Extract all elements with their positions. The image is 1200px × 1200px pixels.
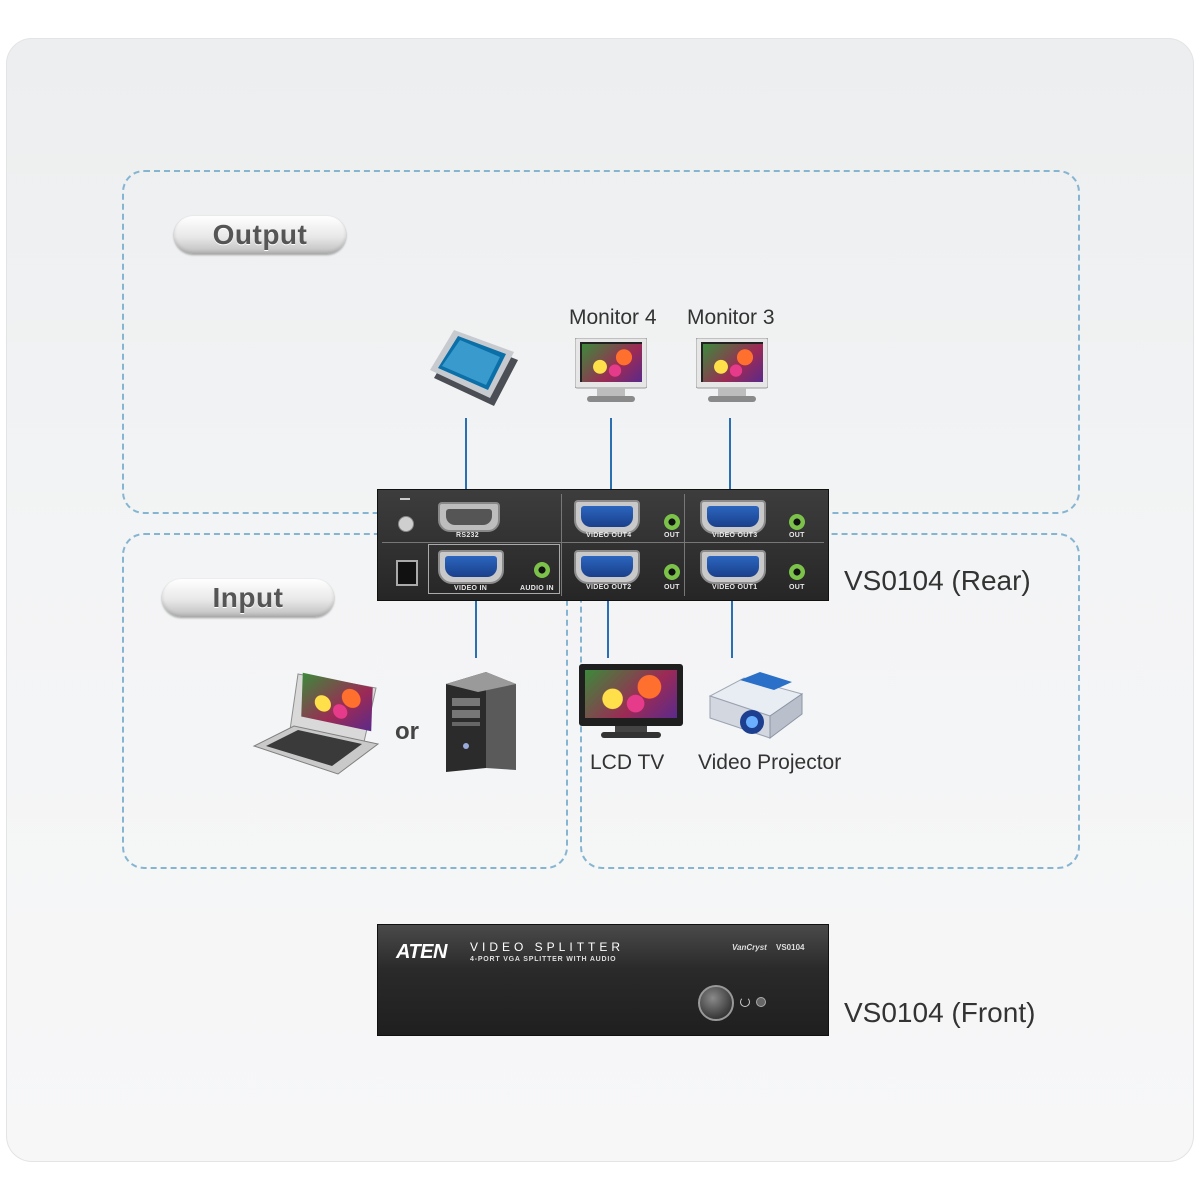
video-in-port [438, 550, 504, 584]
out4-label: OUT [664, 532, 680, 539]
product-name: VIDEO SPLITTER [470, 940, 625, 954]
audio-in-label: AUDIO IN [520, 585, 554, 592]
power-button[interactable] [698, 985, 734, 1021]
lcd-tv-label: LCD TV [590, 751, 665, 774]
front-label: VS0104 (Front) [844, 997, 1036, 1028]
video-out3-port [700, 500, 766, 534]
ground-screw [398, 516, 414, 532]
video-out4-port [574, 500, 640, 534]
series-name: VanCryst [732, 943, 767, 952]
wire-projector [731, 600, 733, 658]
audio-out3-jack [789, 514, 805, 530]
out2-label: OUT [664, 584, 680, 591]
video-out2-port [574, 550, 640, 584]
aten-logo: ATEN [396, 941, 447, 963]
wire-monitor4 [610, 418, 612, 490]
wire-touchpanel [465, 418, 467, 490]
power-led [756, 997, 766, 1007]
video-in-label: VIDEO IN [454, 585, 488, 592]
out1-label: OUT [789, 584, 805, 591]
panel-divider-horizontal [382, 542, 824, 543]
video-out2-label: VIDEO OUT2 [586, 584, 632, 591]
input-zone [122, 533, 568, 869]
video-projector-label: Video Projector [698, 751, 842, 774]
product-subtitle: 4-PORT VGA SPLITTER WITH AUDIO [470, 956, 617, 963]
monitor3-label: Monitor 3 [687, 306, 775, 329]
lcd-tv-screen [585, 670, 677, 718]
monitor4-label: Monitor 4 [569, 306, 657, 329]
audio-in-jack [534, 562, 550, 578]
audio-out4-jack [664, 514, 680, 530]
panel-divider-vertical [684, 494, 685, 596]
model-name: VS0104 [776, 943, 805, 952]
output-section-label: Output [174, 216, 346, 254]
ground-icon [400, 498, 410, 508]
power-jack [396, 560, 418, 586]
power-icon [740, 997, 750, 1007]
rs232-label: RS232 [456, 532, 479, 539]
video-out1-label: VIDEO OUT1 [712, 584, 758, 591]
audio-out1-jack [789, 564, 805, 580]
monitor3-screen [703, 344, 763, 382]
panel-divider-vertical [561, 494, 562, 596]
vs0104-rear-panel: RS232 VIDEO IN AUDIO IN VIDEO OUT4 OUT V… [377, 489, 829, 601]
wire-lcd-tv [607, 600, 609, 658]
input-section-label: Input [162, 579, 334, 617]
wire-monitor3 [729, 418, 731, 490]
rear-label: VS0104 (Rear) [844, 565, 1031, 596]
out3-label: OUT [789, 532, 805, 539]
wire-input [475, 600, 477, 658]
video-projector-icon [708, 672, 804, 739]
video-out3-label: VIDEO OUT3 [712, 532, 758, 539]
desktop-tower-icon [446, 672, 516, 772]
video-out4-label: VIDEO OUT4 [586, 532, 632, 539]
video-out1-port [700, 550, 766, 584]
monitor4-screen [582, 344, 642, 382]
vs0104-front-panel: ATEN VIDEO SPLITTER 4-PORT VGA SPLITTER … [377, 924, 829, 1036]
audio-out2-jack [664, 564, 680, 580]
rs232-port [438, 502, 500, 532]
input-port-frame [428, 544, 560, 594]
or-label: or [395, 718, 419, 745]
touch-panel-icon [430, 330, 518, 406]
